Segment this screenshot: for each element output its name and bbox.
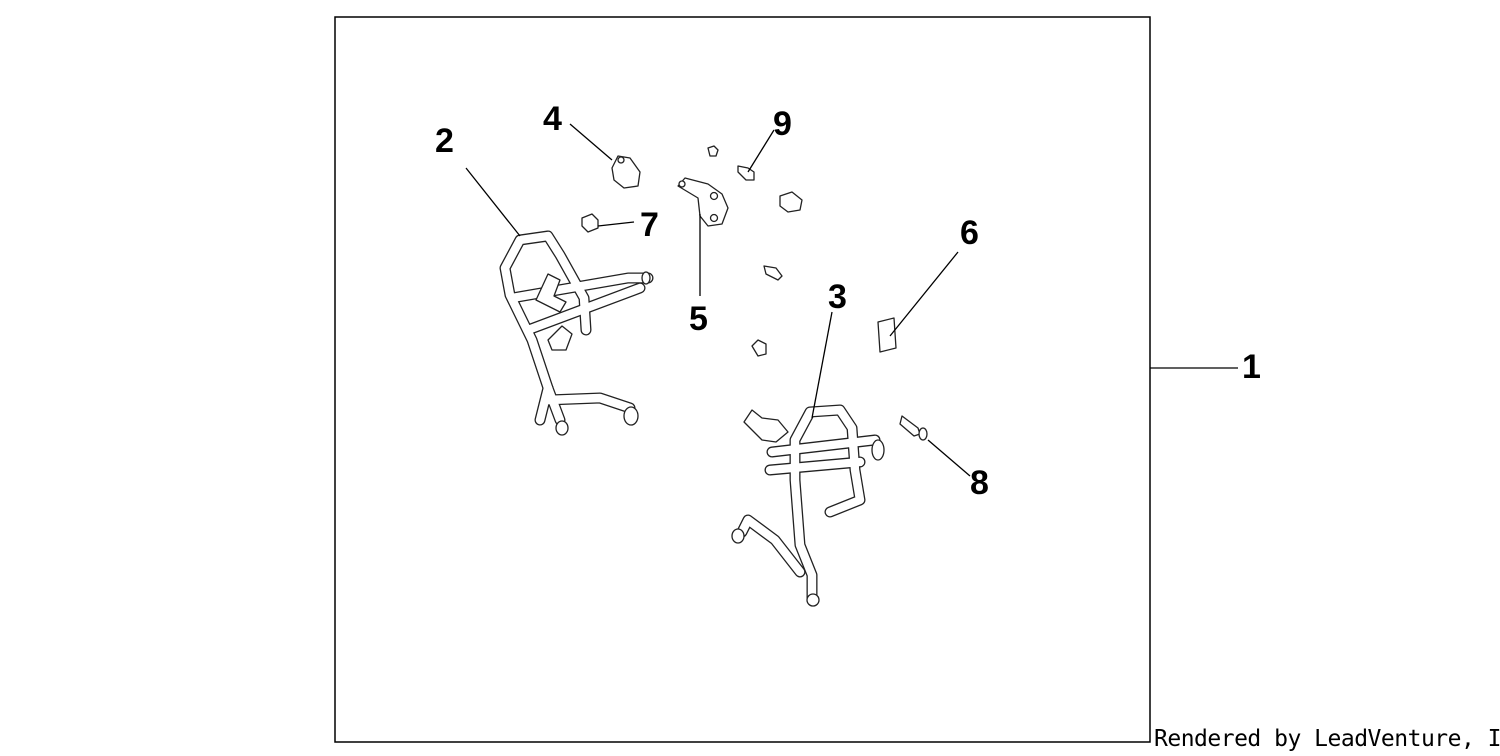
callout-8[interactable]: 8 [970,464,989,502]
callout-9[interactable]: 9 [773,105,792,143]
part-9-bolt[interactable] [737,165,755,181]
part-3-right-guard[interactable] [731,404,885,607]
callout-4[interactable]: 4 [543,100,562,138]
callout-6[interactable]: 6 [960,214,979,252]
part-8-bolt[interactable] [899,415,928,441]
part-7-bolt[interactable] [581,213,599,233]
part-6-pad[interactable] [877,317,897,353]
callout-3[interactable]: 3 [828,278,847,316]
diagram-frame [334,16,1151,743]
callout-1[interactable]: 1 [1242,348,1261,386]
callout-2[interactable]: 2 [435,122,454,160]
render-credit: Rendered by LeadVenture, Inc. [1154,726,1500,752]
callout-5[interactable]: 5 [689,300,708,338]
part-4-bracket[interactable] [611,155,641,189]
callout-7[interactable]: 7 [640,206,659,244]
leader-lines [465,123,1238,477]
part-5-mount-plate[interactable] [677,177,729,227]
part-2-left-guard[interactable] [499,230,654,436]
hardware-pieces [707,145,803,357]
